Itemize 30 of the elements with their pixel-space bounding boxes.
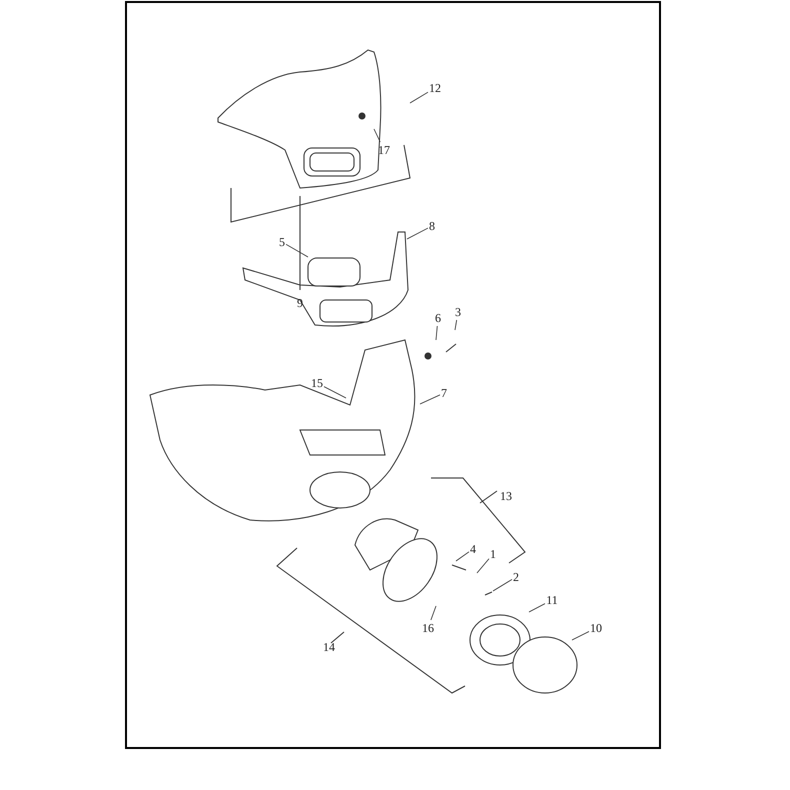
callout-number: 2 (513, 570, 519, 584)
leader-line (454, 320, 458, 330)
callout-number: 14 (323, 640, 335, 654)
callout-number: 7 (441, 386, 447, 400)
leader-line (528, 603, 546, 612)
leader-line (374, 128, 381, 142)
leader-line (436, 326, 438, 340)
callout-number: 13 (500, 489, 512, 503)
callout-number: 15 (311, 376, 323, 390)
leader-line (430, 606, 436, 620)
leader-line (572, 631, 590, 640)
leader-line (406, 228, 428, 240)
leader-line (324, 386, 346, 398)
leader-line (492, 579, 512, 592)
leader-line (456, 551, 470, 562)
callout-number: 3 (455, 305, 461, 319)
leader-line (476, 558, 490, 574)
callout-number: 8 (429, 219, 435, 233)
leader-line (410, 92, 428, 104)
callout-number: 12 (429, 81, 441, 95)
callout-number: 9 (297, 296, 303, 310)
leader-line (286, 244, 308, 258)
leader-line (420, 394, 440, 404)
callout-number: 6 (435, 311, 441, 325)
callout-number: 11 (546, 593, 558, 607)
callout-number: 1 (490, 547, 496, 561)
callout-number: 16 (422, 621, 434, 635)
callout-number: 4 (470, 542, 476, 556)
callout-number: 5 (279, 235, 285, 249)
callout-number: 10 (590, 621, 602, 635)
